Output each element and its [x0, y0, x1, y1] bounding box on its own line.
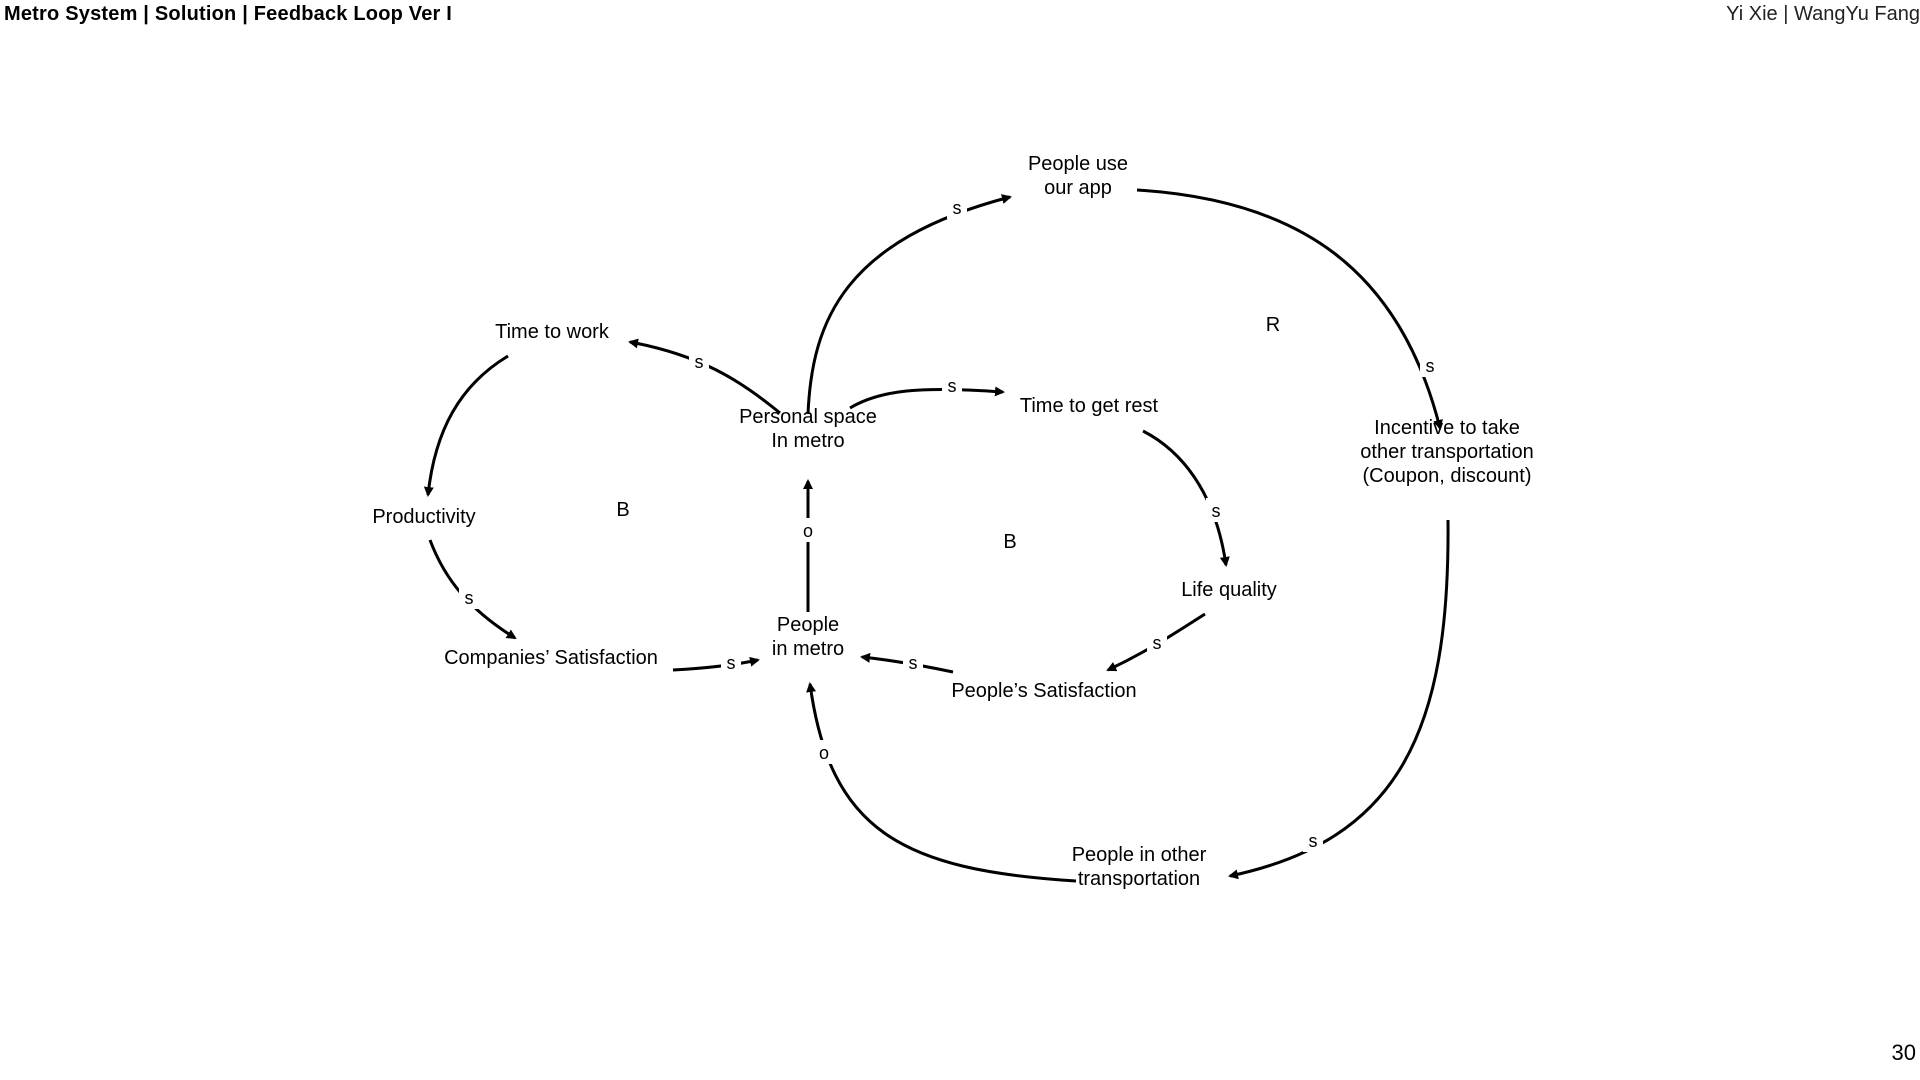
polarity-label: s [953, 198, 962, 218]
polarity-label: s [465, 588, 474, 608]
edge-personal-space-to-time-to-get-rest [849, 386, 1005, 410]
page-number: 30 [1891, 1040, 1916, 1065]
loop-label-left: B [616, 499, 629, 521]
edge-time-to-get-rest-to-life-quality [1142, 429, 1230, 567]
loops-layer: B B R [616, 314, 1280, 553]
polarity-label-background [1206, 498, 1226, 522]
polarity-label: s [1153, 633, 1162, 653]
edge-companies-satisfaction-to-people-in-metro [672, 656, 760, 672]
polarity-label: s [727, 653, 736, 673]
polarity-label: o [819, 743, 829, 763]
polarity-label: s [948, 376, 957, 396]
loop-label-center: B [1003, 531, 1016, 553]
edge-people-other-transport-to-people-in-metro [806, 682, 1077, 883]
node-life-quality: Life quality [1181, 579, 1277, 601]
polarity-label-background [798, 518, 818, 542]
polarity-label-background [1147, 630, 1167, 654]
polarity-label: s [695, 352, 704, 372]
slide-title: Metro System | Solution | Feedback Loop … [4, 3, 453, 25]
polarity-label-background [1420, 353, 1440, 377]
slide-authors: Yi Xie | WangYu Fang [1726, 3, 1920, 25]
polarity-label-background [903, 650, 923, 674]
polarity-label: o [803, 521, 813, 541]
edge-personal-space-to-people-use-app [806, 194, 1012, 415]
polarity-label-background [814, 740, 834, 764]
node-companies-satisfaction: Companies’ Satisfaction [444, 647, 658, 669]
polarity-label: s [1212, 501, 1221, 521]
polarity-label-background [459, 585, 479, 609]
edges-layer: s s s o o s s s s s s s [423, 188, 1450, 883]
node-time-to-work: Time to work [495, 321, 610, 343]
polarity-label-background [942, 373, 962, 397]
polarity-label-background [721, 650, 741, 674]
polarity-label-background [1303, 828, 1323, 852]
polarity-label: s [1309, 831, 1318, 851]
edge-personal-space-to-time-to-work [628, 338, 781, 415]
polarity-label-background [689, 349, 709, 373]
node-peoples-satisfaction: People’s Satisfaction [951, 680, 1136, 702]
edge-people-use-app-to-incentive [1136, 188, 1443, 430]
node-time-to-get-rest: Time to get rest [1020, 395, 1159, 417]
node-productivity: Productivity [372, 506, 475, 528]
edge-time-to-work-to-productivity [423, 354, 509, 497]
edge-incentive-to-people-other-transport [1228, 519, 1450, 880]
polarity-label: s [1426, 356, 1435, 376]
polarity-label-background [947, 195, 967, 219]
loop-label-right: R [1266, 314, 1280, 336]
polarity-label: s [909, 653, 918, 673]
